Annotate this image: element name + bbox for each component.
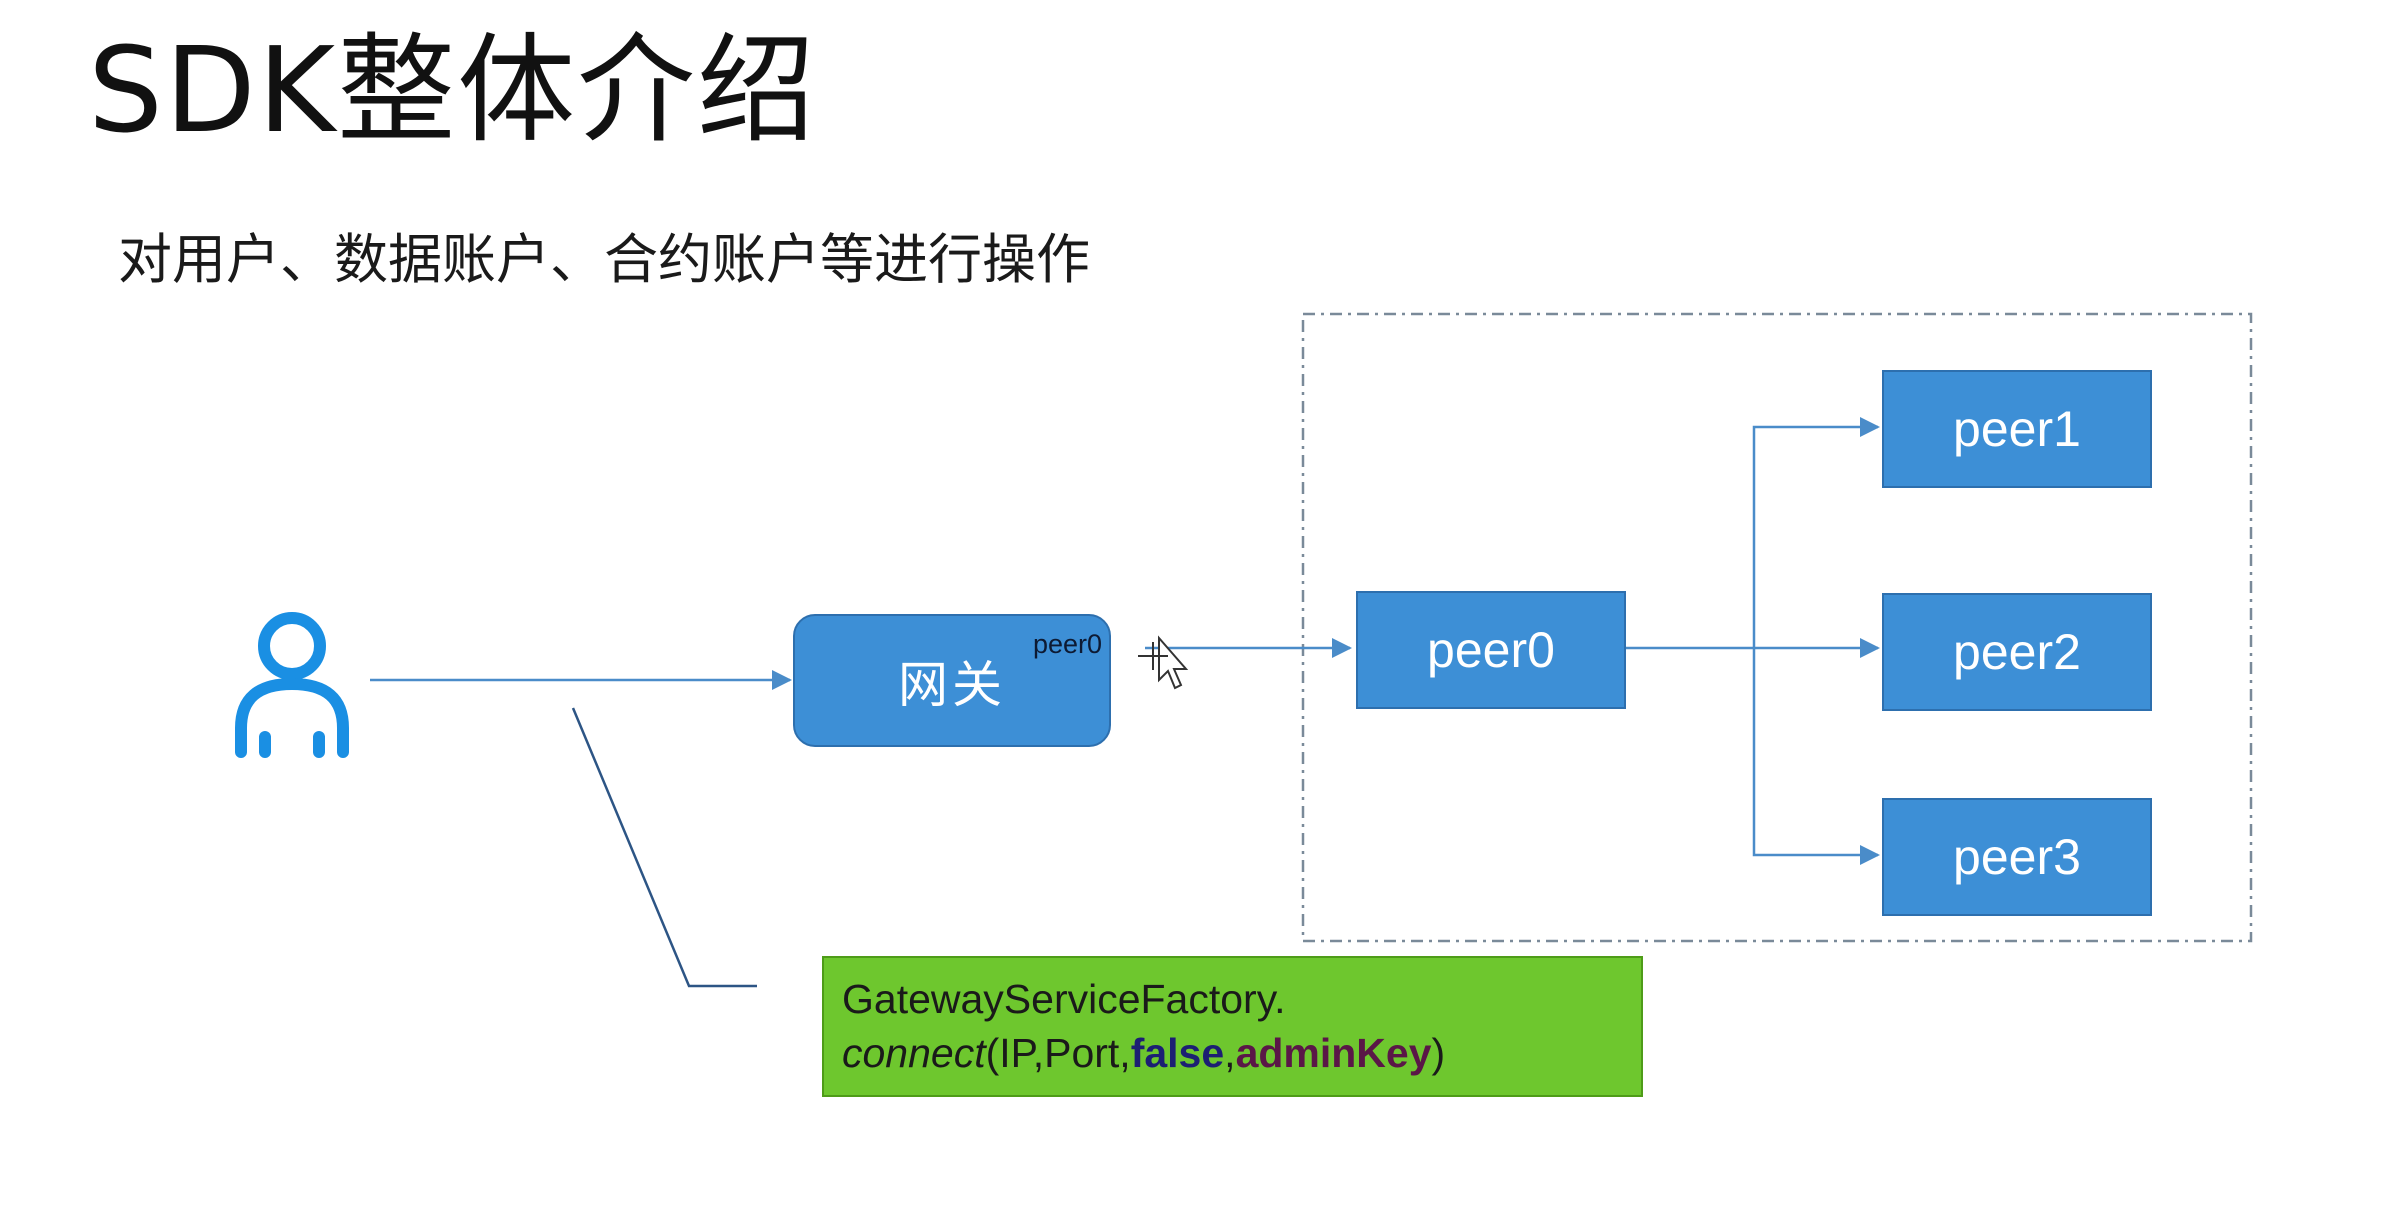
node-peer2: peer2 xyxy=(1882,593,2152,711)
code-method: connect xyxy=(842,1030,986,1076)
code-callout-line xyxy=(571,707,757,988)
code-keyword: false xyxy=(1130,1030,1225,1076)
peer0-fanout xyxy=(1625,417,1880,865)
gateway-node: 网关 xyxy=(793,614,1111,747)
gateway-peer-tag: peer0 xyxy=(1033,629,1103,659)
user-icon xyxy=(235,612,349,758)
node-peer0: peer0 xyxy=(1356,591,1626,709)
slide-title: SDK整体介绍 xyxy=(88,21,818,159)
slide-subtitle: 对用户、数据账户、合约账户等进行操作 xyxy=(118,228,1090,291)
code-line-2: connect(IP,Port,false,adminKey) xyxy=(842,1026,1641,1080)
code-open-args: (IP,Port, xyxy=(985,1030,1131,1076)
code-snippet-box: GatewayServiceFactory. connect(IP,Port,f… xyxy=(822,956,1643,1097)
move-cursor-icon xyxy=(1138,635,1189,690)
code-close: ) xyxy=(1431,1030,1446,1076)
code-admin-key: adminKey xyxy=(1235,1030,1432,1076)
code-comma: , xyxy=(1224,1030,1236,1076)
node-peer1: peer1 xyxy=(1882,370,2152,488)
code-line-1: GatewayServiceFactory. xyxy=(842,976,1286,1022)
peer-cluster-boundary xyxy=(1301,312,2253,943)
node-peer3: peer3 xyxy=(1882,798,2152,916)
